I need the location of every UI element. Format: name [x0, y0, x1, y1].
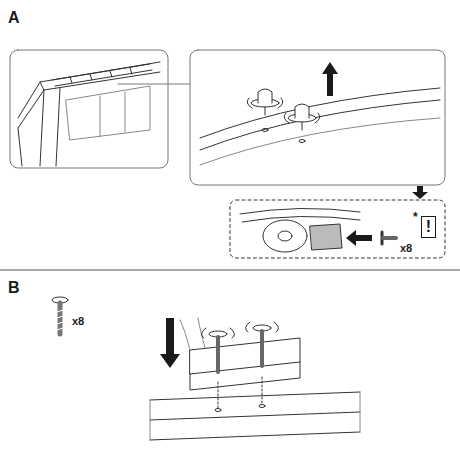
quantity: x8	[72, 316, 84, 327]
up-arrow	[322, 62, 338, 96]
down-arrow	[412, 186, 428, 199]
glove-box	[310, 224, 342, 250]
storage-panel	[230, 200, 445, 258]
bolt	[245, 322, 278, 366]
warning-mark: !	[426, 219, 431, 235]
bolt-icon	[382, 232, 396, 244]
bolt	[201, 328, 234, 372]
roof-outline	[18, 62, 160, 118]
separator	[0, 270, 460, 271]
rail	[150, 392, 360, 440]
rack-foot	[190, 338, 300, 374]
overview-panel	[10, 50, 168, 168]
panel-letter: A	[8, 10, 20, 26]
bolt	[284, 104, 320, 143]
down-arrow	[160, 318, 180, 368]
left-arrow	[346, 230, 372, 246]
bolt	[247, 89, 283, 132]
footnote-mark: *	[413, 211, 418, 223]
bolt-icon	[52, 297, 68, 334]
warning-box: !	[421, 216, 436, 238]
quantity: x8	[400, 243, 412, 254]
roof-rail	[200, 100, 440, 150]
panel-letter: B	[8, 280, 20, 296]
steering-wheel	[263, 220, 307, 252]
zoom-panel	[190, 50, 445, 185]
